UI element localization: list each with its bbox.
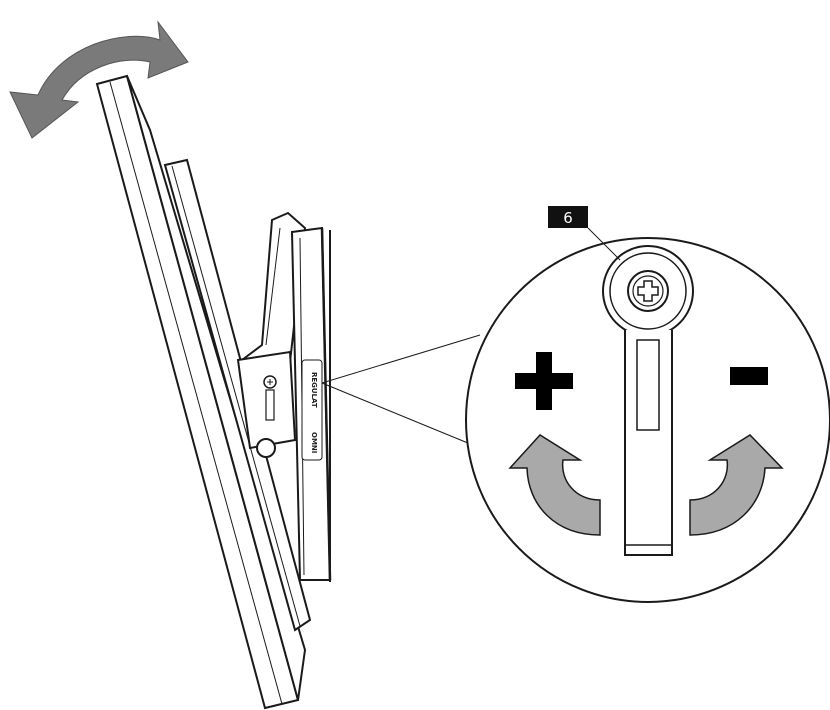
tilt-lever <box>602 245 694 556</box>
wall-bracket: REGULAT OMNI <box>236 211 332 582</box>
plus-sign-icon <box>515 352 573 410</box>
monitor-panel <box>95 74 312 710</box>
detail-circle: + - <box>465 237 830 603</box>
tilt-double-arrow-icon <box>9 20 189 139</box>
detail-leader-lines <box>321 334 481 449</box>
bracket-side-label: REGULAT <box>310 372 318 408</box>
minus-sign-icon <box>730 367 768 385</box>
curved-arrow-right-icon <box>689 434 784 536</box>
phillips-screw-icon <box>627 270 669 312</box>
callout-number: 6 <box>563 209 573 227</box>
curved-arrow-left-icon <box>508 434 601 536</box>
bracket-side-label-2: OMNI <box>310 432 318 453</box>
callout-badge: 6 <box>548 206 621 261</box>
